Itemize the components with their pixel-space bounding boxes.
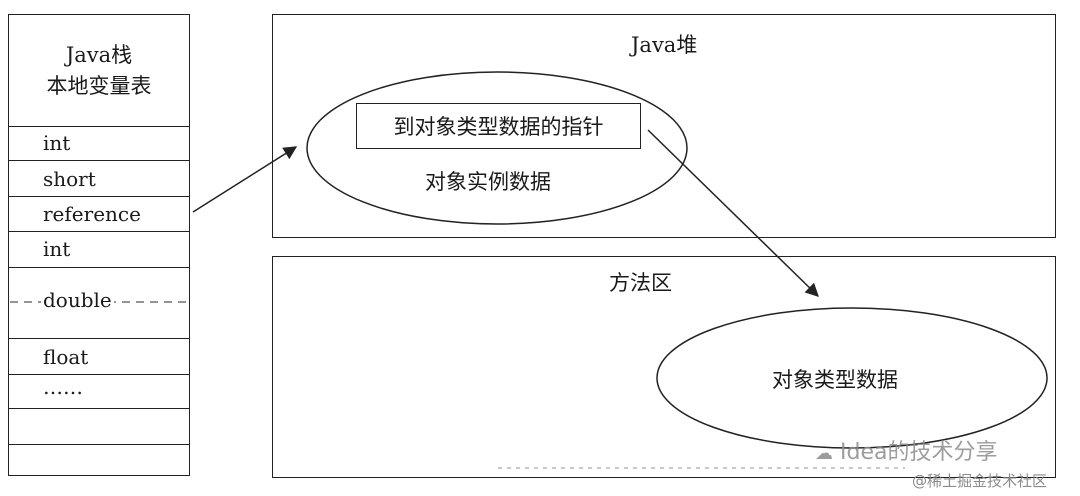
slot-label: reference [43, 202, 141, 226]
local-variable-table-title: 本地变量表 [46, 73, 152, 98]
stack-slot-double: double [9, 268, 189, 339]
method-area-box: 方法区 [272, 256, 1056, 478]
watermark-site: @稀土掘金技术社区 [912, 472, 1048, 490]
stack-slot-int: int [9, 127, 189, 161]
type-pointer-label: 到对象类型数据的指针 [393, 115, 604, 139]
java-stack-table: Java栈 本地变量表 int short reference int doub… [8, 14, 190, 476]
stack-header: Java栈 本地变量表 [9, 15, 189, 127]
type-pointer-arrow [647, 129, 819, 297]
method-area-title: 方法区 [609, 271, 672, 295]
slot-label: int [43, 131, 71, 155]
slot-label: float [43, 345, 89, 369]
slot-label: …… [43, 375, 83, 399]
stack-title: Java栈 [65, 42, 133, 67]
stack-slot-short: short [9, 161, 189, 197]
stack-slot-ellipsis: …… [9, 375, 189, 409]
slot-label: int [43, 237, 71, 261]
stack-slot-int-2: int [9, 232, 189, 268]
reference-arrow [192, 146, 298, 213]
object-instance-label: 对象实例数据 [425, 170, 551, 194]
wechat-icon: ☁ [815, 443, 833, 464]
watermark-main: ☁ Idea的技术分享 [815, 434, 997, 466]
object-type-data-label: 对象类型数据 [772, 368, 898, 392]
slot-label: short [43, 167, 96, 191]
watermark-main-text: Idea的技术分享 [840, 440, 998, 465]
stack-slot-empty [9, 409, 189, 445]
type-pointer-box: 到对象类型数据的指针 [356, 103, 641, 149]
stack-slot-reference: reference [9, 197, 189, 232]
object-type-data-ellipse [656, 307, 1048, 449]
slot-label: double [41, 288, 114, 312]
stack-slot-float: float [9, 339, 189, 375]
java-heap-box: Java堆 [272, 14, 1056, 238]
object-instance-ellipse [306, 71, 688, 225]
heap-title: Java堆 [631, 33, 698, 57]
stack-slot-empty-2 [9, 445, 189, 477]
